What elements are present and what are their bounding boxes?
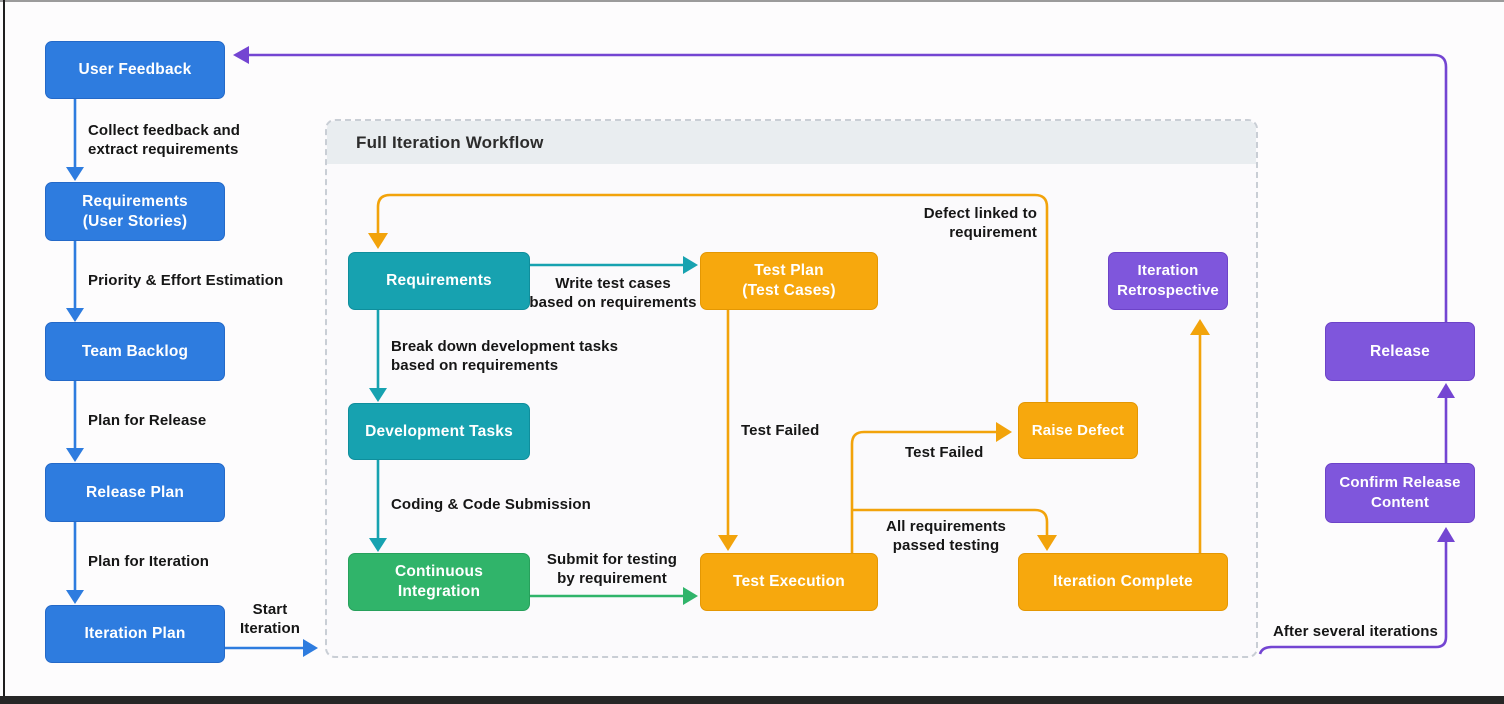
node-release: Release [1325,322,1475,381]
workflow-container-header: Full Iteration Workflow [327,121,1256,164]
edge-label-coding-submission: Coding & Code Submission [391,496,591,513]
edge-label-write-test-cases: Write test cases based on requirements [529,275,697,311]
edge-label-test-failed-left: Test Failed [741,422,820,439]
edge-label-plan-for-release: Plan for Release [88,412,207,429]
node-requirements: Requirements [348,252,530,310]
edge-label-break-down-tasks: Break down development tasks based on re… [391,338,619,374]
edge-label-all-requirements-passed: All requirements passed testing [886,518,1006,554]
edge-label-submit-for-testing: Submit for testing by requirement [546,551,678,587]
bottom-edge-artifact [0,696,1504,704]
edge-label-priority-effort: Priority & Effort Estimation [88,272,284,289]
node-requirements-user-stories: Requirements (User Stories) [45,182,225,241]
node-team-backlog: Team Backlog [45,322,225,381]
edge-label-plan-for-iteration: Plan for Iteration [88,553,209,570]
top-edge-artifact [0,0,1504,2]
node-iteration-retrospective: Iteration Retrospective [1108,252,1228,310]
edge-label-test-failed-right: Test Failed [905,444,984,461]
node-iteration-plan: Iteration Plan [45,605,225,663]
node-test-execution: Test Execution [700,553,878,611]
left-edge-artifact [3,0,5,698]
edge-label-after-several-iterations: After several iterations [1273,623,1438,640]
edge-label-defect-linked: Defect linked to requirement [923,205,1037,241]
node-continuous-integration: Continuous Integration [348,553,530,611]
node-test-plan: Test Plan (Test Cases) [700,252,878,310]
node-user-feedback: User Feedback [45,41,225,99]
edge-label-collect-feedback: Collect feedback and extract requirement… [88,122,241,158]
edge-label-start-iteration: Start Iteration [239,601,301,637]
node-raise-defect: Raise Defect [1018,402,1138,459]
node-confirm-release-content: Confirm Release Content [1325,463,1475,523]
node-iteration-complete: Iteration Complete [1018,553,1228,611]
workflow-title: Full Iteration Workflow [356,132,544,152]
node-development-tasks: Development Tasks [348,403,530,460]
node-release-plan: Release Plan [45,463,225,522]
